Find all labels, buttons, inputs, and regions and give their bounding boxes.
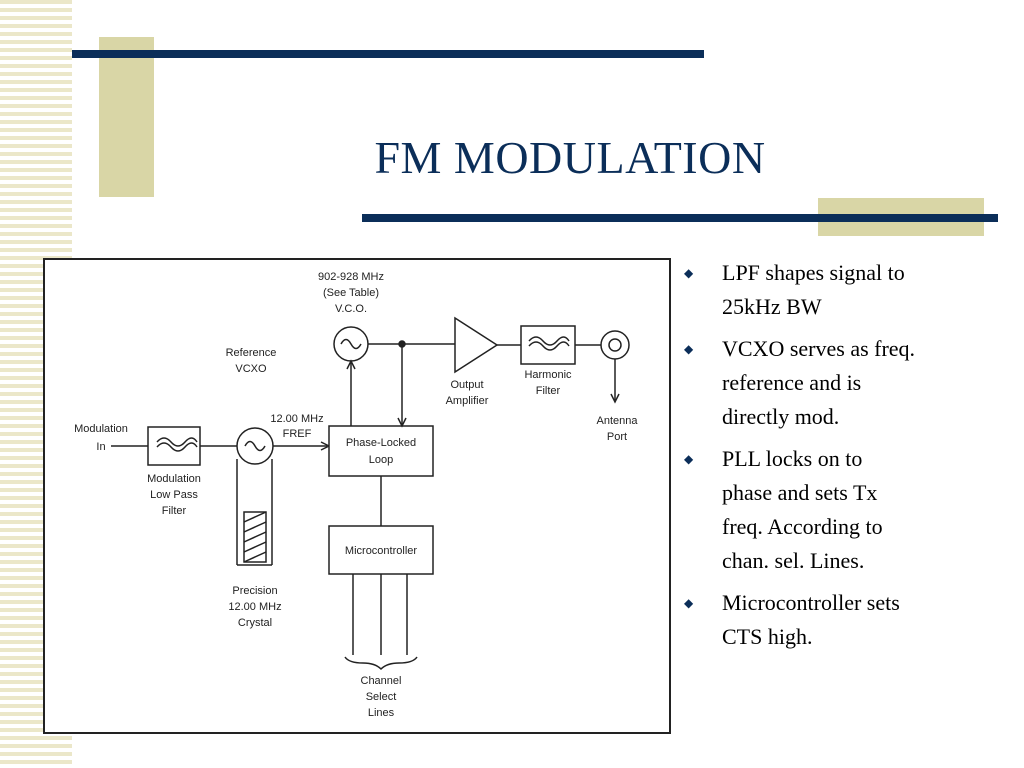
diamond-bullet-icon: ◆ <box>684 266 694 280</box>
vco-freq-label: 902-928 MHz <box>318 271 384 283</box>
mod-in-sub-label: In <box>96 441 105 453</box>
amp-label-2: Amplifier <box>446 395 489 407</box>
bullet-item: ◆ PLL locks on to phase and sets Tx freq… <box>684 442 1004 578</box>
pll-label-2: Loop <box>369 454 393 466</box>
diamond-bullet-icon: ◆ <box>684 452 694 466</box>
mod-in-label: Modulation <box>74 423 128 435</box>
slide-title: FM MODULATION <box>374 131 766 183</box>
harm-label-1: Harmonic <box>524 369 572 381</box>
channel-label-1: Channel <box>361 675 402 687</box>
vco-table-label: (See Table) <box>323 287 379 299</box>
bullet-text: PLL locks on to phase and sets Tx freq. … <box>722 446 883 573</box>
crystal-label-1: Precision <box>232 585 277 597</box>
harm-label-2: Filter <box>536 385 561 397</box>
fref-label: FREF <box>283 428 312 440</box>
title-rule-top <box>72 50 704 58</box>
bullet-text: VCXO serves as freq. reference and is di… <box>722 336 916 429</box>
amp-label-1: Output <box>450 379 483 391</box>
title-rule-bottom <box>362 214 998 222</box>
crystal-label-3: Crystal <box>238 617 272 629</box>
bullet-item: ◆ LPF shapes signal to 25kHz BW <box>684 256 1004 324</box>
title-accent-block-left <box>99 37 154 197</box>
vcxo-label: VCXO <box>235 363 267 375</box>
vco-label: V.C.O. <box>335 303 367 315</box>
fm-block-diagram: 902-928 MHz (See Table) V.C.O. Reference… <box>43 258 671 734</box>
lpf-label-1: Modulation <box>147 473 201 485</box>
channel-label-3: Lines <box>368 707 395 719</box>
fref-freq-label: 12.00 MHz <box>270 413 323 425</box>
diamond-bullet-icon: ◆ <box>684 342 694 356</box>
crystal-label-2: 12.00 MHz <box>228 601 281 613</box>
lpf-label-2: Low Pass <box>150 489 198 501</box>
pll-box <box>328 425 434 477</box>
lpf-label-3: Filter <box>162 505 187 517</box>
bullet-item: ◆ VCXO serves as freq. reference and is … <box>684 332 1004 434</box>
lpf-box <box>147 426 201 466</box>
amplifier-symbol <box>454 316 499 374</box>
micro-label: Microcontroller <box>345 545 417 557</box>
bullet-text: LPF shapes signal to 25kHz BW <box>722 260 905 319</box>
antenna-label-1: Antenna <box>597 415 639 427</box>
diamond-bullet-icon: ◆ <box>684 596 694 610</box>
diagram-drawing: 902-928 MHz (See Table) V.C.O. Reference… <box>74 271 639 719</box>
channel-label-2: Select <box>366 691 397 703</box>
antenna-label-2: Port <box>607 431 627 443</box>
reference-label: Reference <box>226 347 277 359</box>
bullet-item: ◆ Microcontroller sets CTS high. <box>684 586 1004 654</box>
bullet-text: Microcontroller sets CTS high. <box>722 590 900 649</box>
bullet-list: ◆ LPF shapes signal to 25kHz BW ◆ VCXO s… <box>684 256 1004 662</box>
pll-label-1: Phase-Locked <box>346 437 416 449</box>
